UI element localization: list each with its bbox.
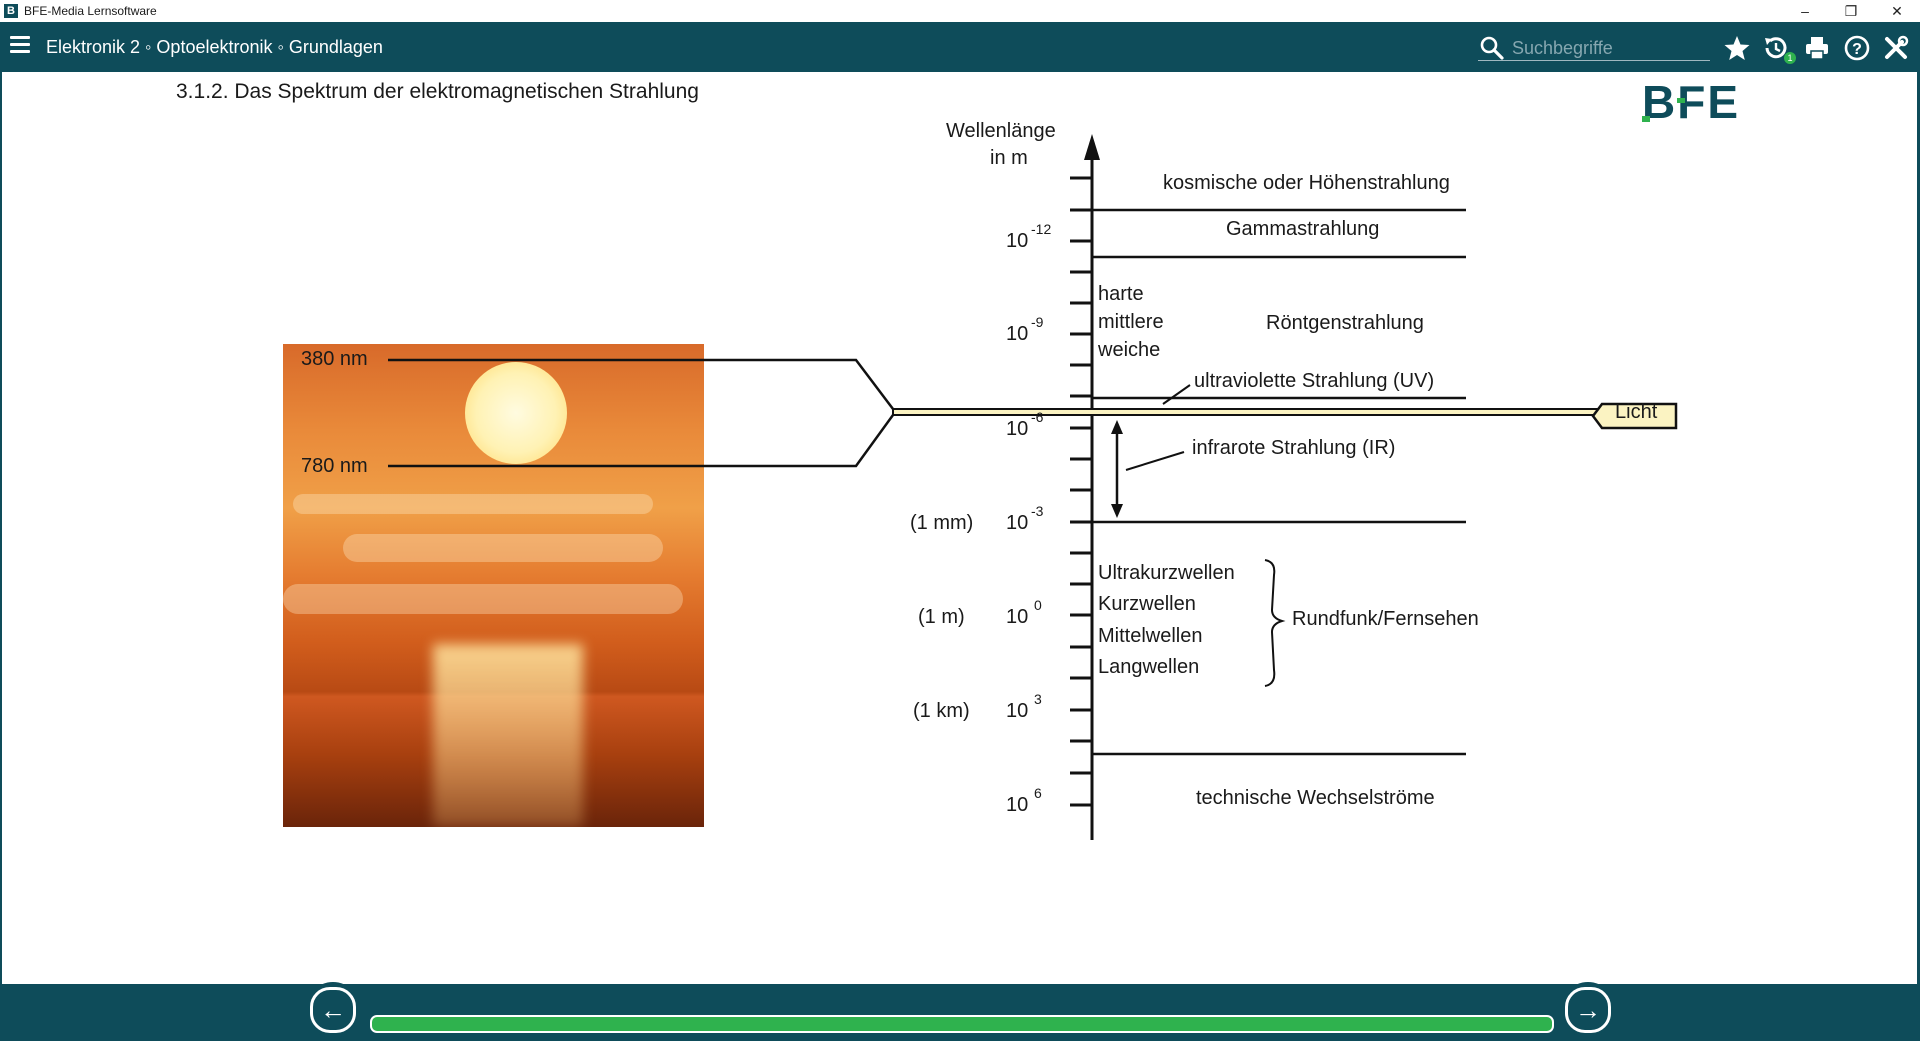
help-icon[interactable]: ? xyxy=(1843,34,1871,62)
tick-exponent: 6 xyxy=(1034,785,1042,801)
frame-left xyxy=(0,72,2,984)
history-icon[interactable] xyxy=(1762,34,1790,62)
tick-unit: (1 m) xyxy=(918,606,965,628)
band-kw: Kurzwellen xyxy=(1098,593,1196,615)
window-titlebar: B BFE-Media Lernsoftware – ❐ ✕ xyxy=(0,0,1920,22)
tick-exponent: -9 xyxy=(1031,314,1044,330)
svg-text:?: ? xyxy=(1852,41,1862,58)
band-xray-medium: mittlere xyxy=(1098,311,1164,333)
minimize-button[interactable]: – xyxy=(1801,3,1809,19)
search-box xyxy=(1478,34,1710,61)
tick-exponent: -3 xyxy=(1031,503,1044,519)
band-xray-soft: weiche xyxy=(1098,339,1161,361)
tools-icon[interactable] xyxy=(1882,34,1910,62)
restore-button[interactable]: ❐ xyxy=(1844,2,1858,19)
band-light: Licht xyxy=(1615,401,1658,423)
band-ir: infrarote Strahlung (IR) xyxy=(1192,437,1396,459)
band-broadcast: Rundfunk/Fernsehen xyxy=(1292,608,1479,630)
axis-unit: in m xyxy=(990,147,1028,169)
sun xyxy=(465,362,567,464)
tick-exponent: 3 xyxy=(1034,691,1042,707)
tick-exponent: -6 xyxy=(1031,409,1044,425)
band-ac: technische Wechselströme xyxy=(1196,787,1435,809)
progress-bar xyxy=(370,1015,1554,1033)
bfe-logo: BFE xyxy=(1642,78,1740,124)
menu-icon[interactable] xyxy=(10,36,30,56)
tick-label: 10 xyxy=(1006,512,1029,534)
frame-right xyxy=(1917,72,1920,984)
band-cosmic: kosmische oder Höhenstrahlung xyxy=(1163,172,1450,194)
axis-title: Wellenlänge xyxy=(946,120,1056,142)
tick-unit: (1 km) xyxy=(913,700,970,722)
tick-label: 10 xyxy=(1006,794,1029,816)
tick-exponent: 0 xyxy=(1034,597,1042,613)
band-xray: Röntgenstrahlung xyxy=(1266,312,1424,334)
tick-label: 10 xyxy=(1006,230,1029,252)
breadcrumb[interactable]: Elektronik 2 ◦ Optoelektronik ◦ Grundlag… xyxy=(46,37,383,57)
band-ukw: Ultrakurzwellen xyxy=(1098,562,1235,584)
search-icon[interactable] xyxy=(1480,36,1504,60)
tick-label: 10 xyxy=(1006,418,1029,440)
arrow-left-icon: ← xyxy=(310,987,356,1033)
page-title: 3.1.2. Das Spektrum der elektromagnetisc… xyxy=(176,80,699,103)
app-icon: B xyxy=(4,4,18,18)
print-icon[interactable] xyxy=(1803,34,1831,62)
close-button[interactable]: ✕ xyxy=(1891,2,1903,19)
search-input[interactable] xyxy=(1510,36,1704,60)
tick-label: 10 xyxy=(1006,606,1029,628)
back-button[interactable]: ← xyxy=(305,982,361,1038)
band-lw: Langwellen xyxy=(1098,656,1200,678)
forward-button[interactable]: → xyxy=(1560,982,1616,1038)
label-380nm: 380 nm xyxy=(301,348,368,370)
tick-exponent: -12 xyxy=(1031,221,1052,237)
band-mw: Mittelwellen xyxy=(1098,625,1203,647)
band-uv: ultraviolette Strahlung (UV) xyxy=(1194,370,1435,392)
band-xray-hard: harte xyxy=(1098,283,1144,305)
history-badge: 1 xyxy=(1784,52,1796,64)
svg-text:BFE: BFE xyxy=(1642,78,1740,124)
tick-label: 10 xyxy=(1006,700,1029,722)
sun-reflection xyxy=(433,644,583,827)
band-gamma: Gammastrahlung xyxy=(1226,218,1380,240)
arrow-right-icon: → xyxy=(1565,987,1611,1033)
star-icon[interactable] xyxy=(1723,34,1751,62)
sunset-photo xyxy=(283,344,704,827)
top-toolbar: Elektronik 2 ◦ Optoelektronik ◦ Grundlag… xyxy=(0,22,1920,72)
window-title: BFE-Media Lernsoftware xyxy=(24,4,157,18)
tick-unit: (1 mm) xyxy=(910,512,974,534)
tick-label: 10 xyxy=(1006,323,1029,345)
label-780nm: 780 nm xyxy=(301,455,368,477)
